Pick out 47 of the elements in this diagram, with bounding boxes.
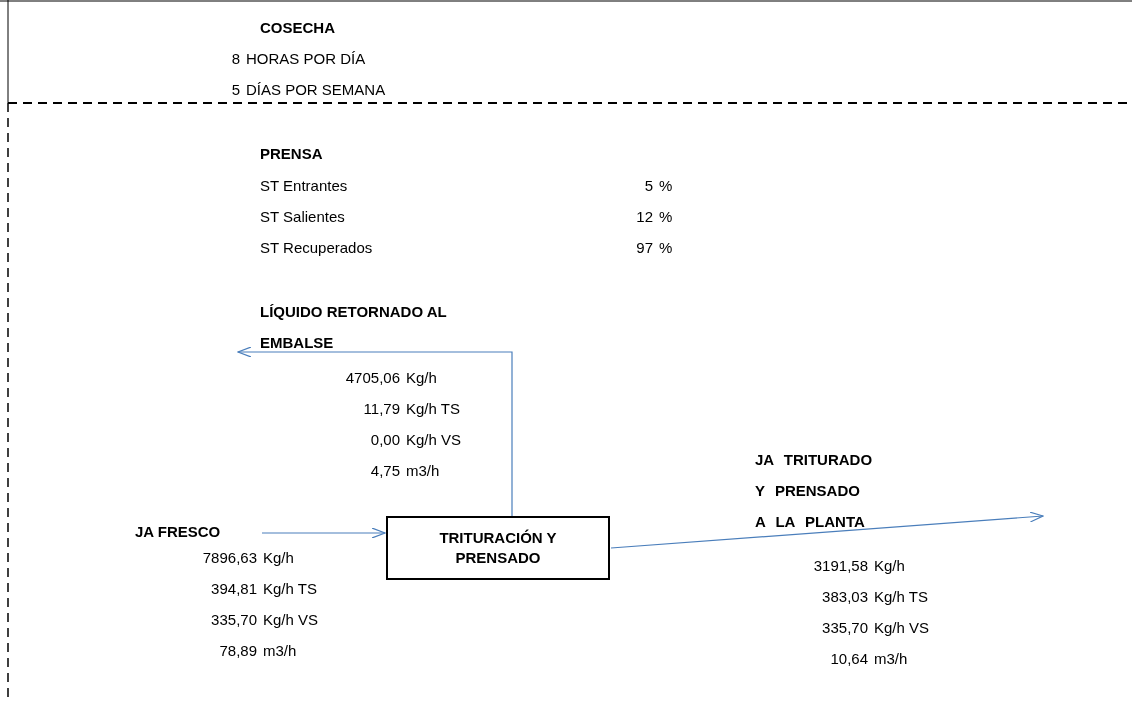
heading-text: JA FRESCO: [135, 522, 222, 542]
value-number: 383,03: [822, 587, 868, 607]
stream-heading: JA TRITURADO Y PRENSADO A LA PLANTA: [755, 450, 874, 532]
parameter-label: ST Salientes: [260, 207, 345, 227]
unit-label: %: [659, 238, 673, 258]
value-number: 4,75: [370, 461, 400, 481]
unit-label: Kg/h TS: [406, 399, 460, 419]
value-number: 97: [636, 238, 653, 258]
process-box: [386, 516, 610, 580]
flow-arrow: [610, 511, 1044, 549]
unit-label: Kg/h: [406, 368, 437, 388]
value-number: 11,79: [363, 399, 400, 419]
unit-label: m3/h: [874, 649, 908, 669]
value-number: 8: [231, 49, 240, 69]
value-number: 335,70: [211, 610, 257, 630]
value-number: 5: [644, 176, 653, 196]
unit-label: Kg/h VS: [263, 610, 319, 630]
value-number: 0,00: [370, 430, 400, 450]
unit-label: Kg/h VS: [406, 430, 462, 450]
value-number: 12: [636, 207, 653, 227]
unit-label: %: [659, 176, 673, 196]
flow-arrow: [261, 527, 386, 539]
unit-label: %: [659, 207, 673, 227]
unit-label: HORAS POR DÍA: [246, 49, 366, 69]
value-number: 394,81: [211, 579, 257, 599]
unit-label: m3/h: [263, 641, 297, 661]
value-number: 3191,58: [813, 556, 868, 576]
value-number: 7896,63: [202, 548, 257, 568]
unit-label: Kg/h TS: [874, 587, 928, 607]
unit-label: Kg/h: [874, 556, 905, 576]
unit-label: Kg/h VS: [874, 618, 930, 638]
heading-text: LÍQUIDO RETORNADO AL EMBALSE: [260, 302, 448, 353]
flow-arrow: [237, 346, 513, 517]
value-number: 335,70: [822, 618, 868, 638]
value-number: 5: [231, 80, 240, 100]
unit-label: Kg/h: [263, 548, 294, 568]
unit-label: m3/h: [406, 461, 440, 481]
section-heading: COSECHA: [260, 18, 335, 38]
section-heading: PRENSA: [260, 144, 323, 164]
parameter-label: ST Entrantes: [260, 176, 348, 196]
unit-label: Kg/h TS: [263, 579, 317, 599]
value-number: 78,89: [219, 641, 257, 661]
value-number: 4705,06: [345, 368, 400, 388]
unit-label: DÍAS POR SEMANA: [246, 80, 386, 100]
process-label: TRITURACIÓN Y PRENSADO: [438, 528, 558, 568]
parameter-label: ST Recuperados: [260, 238, 373, 258]
value-number: 10,64: [830, 649, 868, 669]
